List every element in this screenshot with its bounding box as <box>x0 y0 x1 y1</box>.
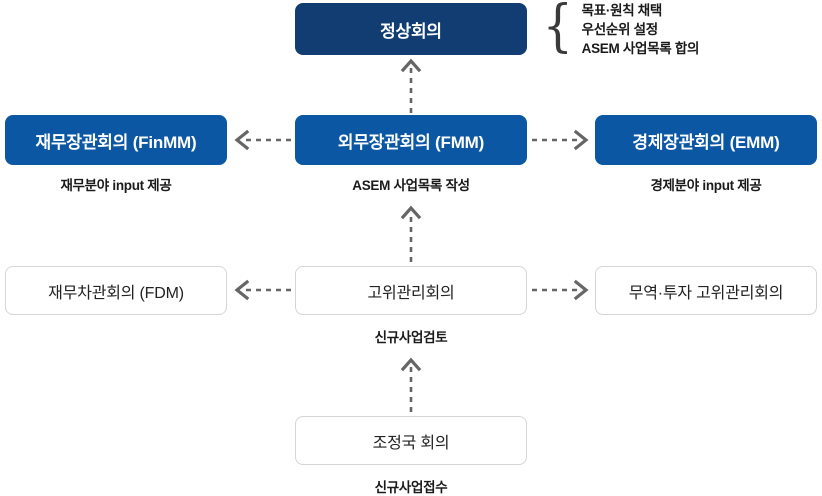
arrow-som-to-fdm <box>234 279 291 301</box>
summit-annotation-line-3: ASEM 사업목록 합의 <box>581 40 700 56</box>
arrow-som-to-fmm <box>400 205 422 262</box>
node-coordinators[interactable]: 조정국 회의 <box>295 416 527 465</box>
arrow-coordinators-to-som <box>400 357 422 412</box>
summit-annotation-line-1: 목표·원칙 채택 <box>581 2 663 18</box>
caption-emm: 경제분야 input 제공 <box>650 178 762 193</box>
arrow-fmm-to-summit <box>400 58 422 113</box>
left-curly-brace-icon: { <box>542 0 573 59</box>
caption-finmm: 재무분야 input 제공 <box>60 178 172 193</box>
summit-annotation-group: { 목표·원칙 채택 우선순위 설정 ASEM 사업목록 합의 <box>540 0 700 59</box>
node-finmm[interactable]: 재무장관회의 (FinMM) <box>5 115 227 165</box>
node-fdm[interactable]: 재무차관회의 (FDM) <box>5 266 227 315</box>
node-fmm[interactable]: 외무장관회의 (FMM) <box>295 115 527 165</box>
summit-annotation-line-2: 우선순위 설정 <box>581 21 658 37</box>
caption-som: 신규사업검토 <box>374 330 448 345</box>
summit-annotation-lines: 목표·원칙 채택 우선순위 설정 ASEM 사업목록 합의 <box>581 1 700 58</box>
node-summit[interactable]: 정상회의 <box>295 3 527 55</box>
arrow-som-to-somti <box>532 279 589 301</box>
node-somti[interactable]: 무역·투자 고위관리회의 <box>595 266 817 315</box>
arrow-fmm-to-emm <box>532 129 589 151</box>
caption-coordinators: 신규사업접수 <box>374 480 448 495</box>
caption-fmm: ASEM 사업목록 작성 <box>352 178 470 193</box>
arrow-fmm-to-finmm <box>234 129 291 151</box>
node-emm[interactable]: 경제장관회의 (EMM) <box>595 115 817 165</box>
node-som[interactable]: 고위관리회의 <box>295 266 527 315</box>
